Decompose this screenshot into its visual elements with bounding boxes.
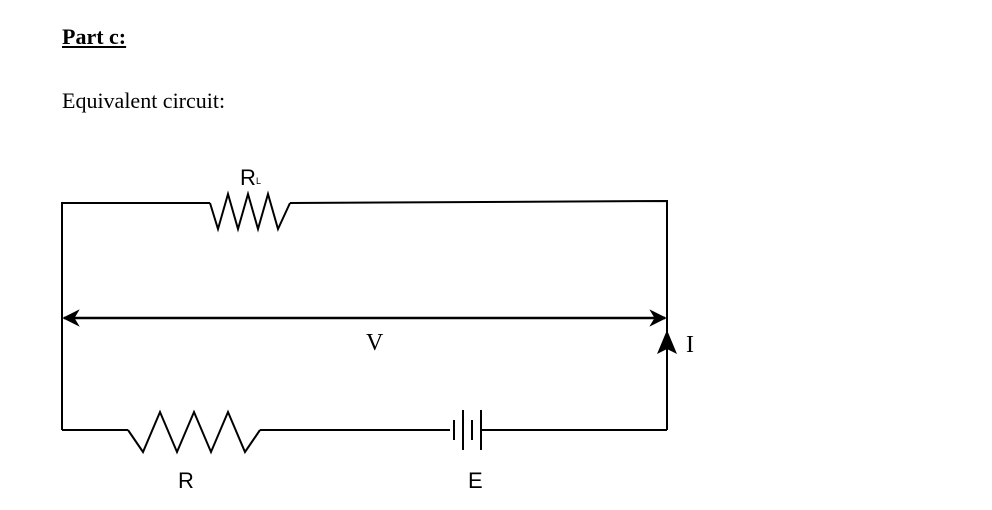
current-label: I	[686, 332, 694, 358]
load-resistor-zigzag	[209, 190, 291, 233]
current-arrow-icon	[657, 330, 677, 354]
top-wire-left	[61, 202, 210, 318]
top-wire-right	[289, 199, 668, 360]
load-resistor-label: R	[240, 165, 256, 190]
load-resistor-subscript: L	[256, 176, 261, 186]
source-emf-label: E	[468, 468, 483, 493]
internal-resistor-label: R	[178, 468, 194, 493]
battery-icon	[453, 410, 482, 450]
equivalent-circuit-caption: Equivalent circuit:	[62, 88, 226, 113]
voltage-label: V	[366, 330, 384, 356]
internal-resistor-zigzag	[127, 409, 261, 455]
part-heading: Part c:	[62, 24, 127, 49]
